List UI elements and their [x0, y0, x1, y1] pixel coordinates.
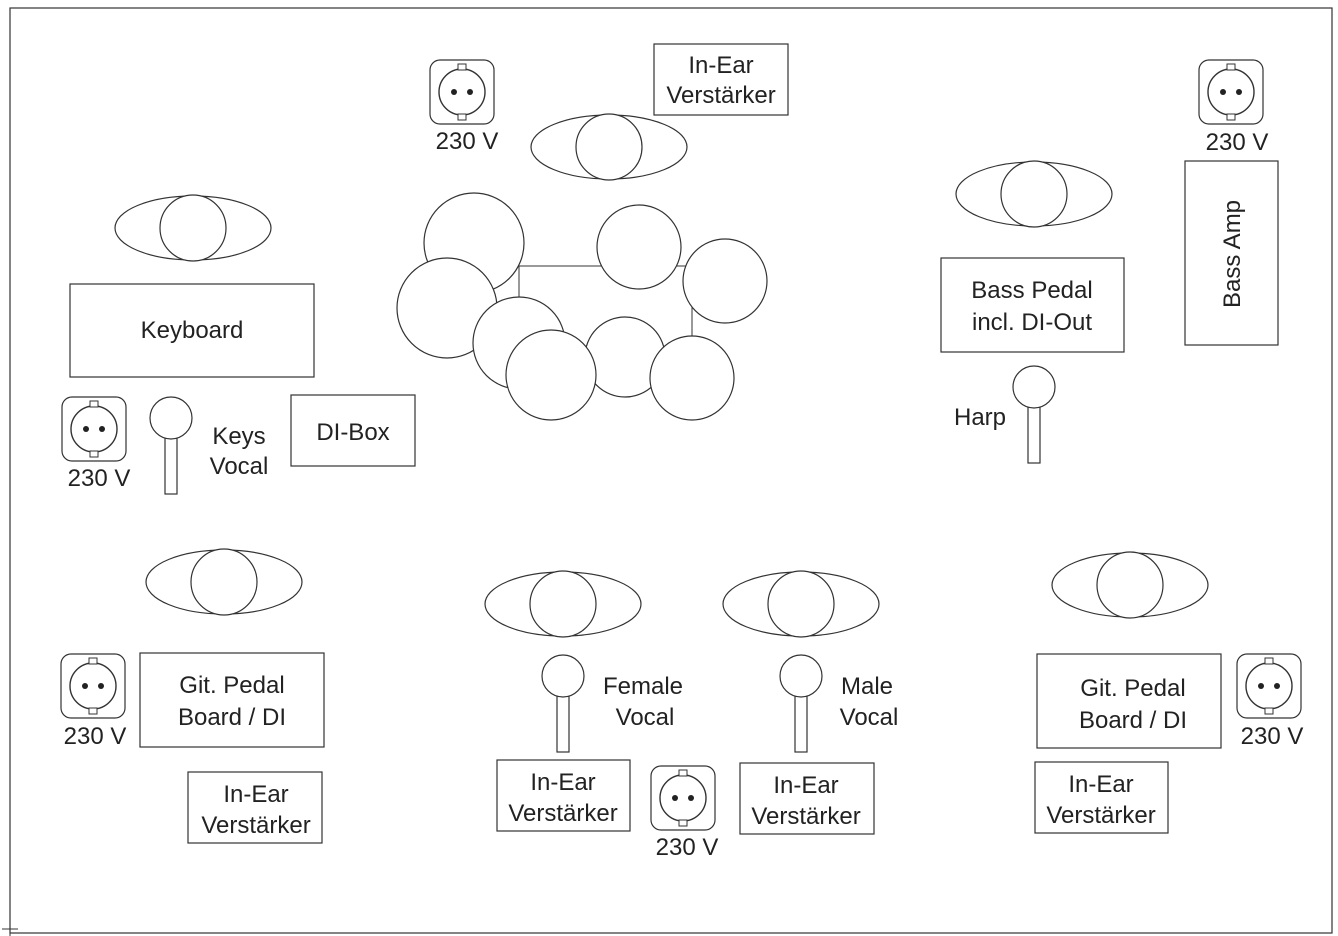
inear-label-line2: Verstärker — [201, 812, 310, 839]
socket-label: 230 V — [68, 465, 131, 492]
bass-pedal-label-line1: Bass Pedal — [971, 277, 1092, 304]
keys-vocal-mic — [149, 396, 193, 495]
female-vocal-mic — [541, 654, 585, 753]
stage-outline — [9, 7, 1333, 934]
female-vocal-monitor — [484, 570, 642, 638]
keyboard-box — [69, 283, 315, 378]
socket-label: 230 V — [436, 128, 499, 155]
harp-label: Harp — [954, 404, 1006, 431]
inear-label-line1: In-Ear — [773, 772, 838, 799]
bass-pedal-box — [940, 257, 1125, 353]
di-box-label: DI-Box — [316, 419, 389, 446]
inear-amp-male-vocal: In-Ear Verstärker — [739, 762, 875, 835]
power-socket-icon — [60, 653, 126, 719]
power-socket-icon — [1198, 59, 1264, 125]
inear-amp-drums: In-Ear Verstärker — [653, 43, 789, 116]
guitar-right-pedal-label-line1: Git. Pedal — [1080, 675, 1185, 702]
inear-label-line2: Verstärker — [508, 800, 617, 827]
socket-label: 230 V — [1206, 129, 1269, 156]
inear-amp-female-vocal: In-Ear Verstärker — [496, 759, 631, 832]
guitar-left-pedal-label-line2: Board / DI — [178, 704, 286, 731]
guitar-right-pedal-label-line2: Board / DI — [1079, 707, 1187, 734]
guitar-right-monitor — [1051, 551, 1209, 619]
guitar-left-pedal-label-line1: Git. Pedal — [179, 672, 284, 699]
male-vocal-monitor — [722, 570, 880, 638]
male-vocal-label-line2: Vocal — [840, 704, 899, 731]
bass-amp-box — [1184, 160, 1279, 346]
male-vocal-mic — [779, 654, 823, 753]
inear-amp-guitar-left: In-Ear Verstärker — [187, 771, 323, 844]
power-socket-icon — [429, 59, 495, 125]
bass-pedal-label-line2: incl. DI-Out — [972, 309, 1092, 336]
inear-label-line1: In-Ear — [223, 781, 288, 808]
drum-monitor — [530, 113, 688, 181]
inear-label-line1: In-Ear — [530, 769, 595, 796]
guitar-left-pedal-box — [139, 652, 325, 748]
di-box — [290, 394, 416, 467]
socket-label: 230 V — [656, 834, 719, 861]
female-vocal-label-line1: Female — [603, 673, 683, 700]
female-vocal-label-line2: Vocal — [616, 704, 675, 731]
male-vocal-label-line1: Male — [841, 673, 893, 700]
inear-label-line2: Verstärker — [751, 803, 860, 830]
bass-amp-label: Bass Amp — [1219, 200, 1246, 308]
drum-kit — [396, 192, 768, 421]
power-socket-icon — [650, 765, 716, 831]
keys-monitor — [114, 194, 272, 262]
keys-vocal-label-line1: Keys — [212, 423, 265, 450]
inear-label-line2: Verstärker — [1046, 802, 1155, 829]
socket-label: 230 V — [1241, 723, 1304, 750]
bass-monitor — [955, 160, 1113, 228]
harp-mic — [1012, 365, 1056, 464]
guitar-left-monitor — [145, 548, 303, 616]
inear-label-line1: In-Ear — [1068, 771, 1133, 798]
inear-label-line2: Verstärker — [666, 82, 775, 109]
guitar-right-pedal-box — [1036, 653, 1222, 749]
keyboard-label: Keyboard — [141, 317, 244, 344]
inear-label-line1: In-Ear — [688, 52, 753, 79]
socket-label: 230 V — [64, 723, 127, 750]
inear-amp-guitar-right: In-Ear Verstärker — [1034, 761, 1169, 834]
power-socket-icon — [61, 396, 127, 462]
keys-vocal-label-line2: Vocal — [210, 453, 269, 480]
power-socket-icon — [1236, 653, 1302, 719]
